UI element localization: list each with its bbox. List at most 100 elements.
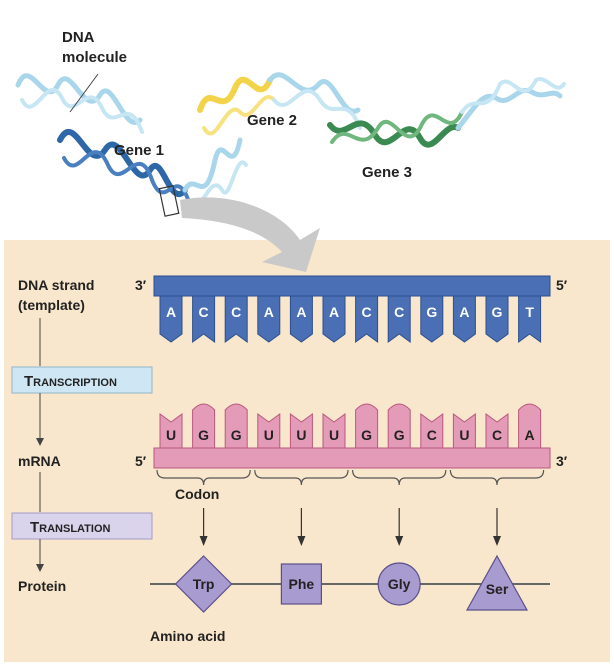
mrna-base-shape	[518, 403, 542, 449]
selected-region-box	[158, 185, 180, 217]
translation-label: TRANSLATION	[30, 519, 111, 536]
transcription-label-initial: T	[24, 373, 33, 390]
mrna-3prime-label: 3′	[556, 453, 568, 469]
dna-base-letter: A	[329, 304, 339, 320]
mrna-base-letter: U	[264, 427, 274, 443]
gene1-strand-b	[62, 150, 192, 207]
gene2-strand-a	[197, 76, 273, 113]
dna-base-letter: T	[525, 304, 534, 320]
dna-base-letter: C	[231, 304, 241, 320]
dna-template-backbone	[153, 275, 551, 297]
dna-strand-light-left	[15, 73, 143, 125]
dna-base: C	[355, 295, 379, 343]
transcription-label-rest: RANSCRIPTION	[33, 377, 117, 389]
mrna-base: A	[518, 403, 542, 449]
amino-acid-phe: Phe	[280, 563, 322, 605]
transcription-label: TRANSCRIPTION	[24, 373, 117, 390]
dna-base-shape	[355, 295, 379, 343]
mrna-base-letter: G	[394, 427, 405, 443]
mrna-base: G	[224, 403, 248, 449]
codon-brace	[156, 469, 251, 486]
dna-base: C	[387, 295, 411, 343]
dna-5prime-label: 5′	[556, 277, 568, 293]
mrna-base: G	[192, 403, 216, 449]
dna-base-letter: A	[459, 304, 469, 320]
amino-acids: Trp Phe Gly Ser	[174, 554, 529, 613]
protein-label: Protein	[18, 578, 66, 594]
dna-base: A	[322, 295, 346, 343]
gene1-strand-a	[57, 129, 188, 197]
mrna-base-letter: U	[166, 427, 176, 443]
dna-base-shape	[159, 295, 183, 343]
dna-base: G	[420, 295, 444, 343]
transcription-box	[11, 366, 153, 394]
dna-molecule-label-1: DNA	[62, 29, 95, 46]
codon-brace	[352, 469, 447, 486]
codon-braces	[156, 469, 545, 486]
dna-base-letter: G	[492, 304, 503, 320]
dna-base: T	[518, 295, 542, 343]
mrna-base-letter: G	[361, 427, 372, 443]
dna-base-shape	[518, 295, 542, 343]
dna-base: C	[224, 295, 248, 343]
mrna-base-letter: G	[198, 427, 209, 443]
amino-acid-name: Gly	[388, 576, 411, 592]
mrna-5prime-label: 5′	[135, 453, 147, 469]
codon-arrowhead	[297, 536, 306, 546]
dna-base-letter: C	[394, 304, 404, 320]
amino-acid-label: Amino acid	[150, 628, 225, 644]
dna-strand-label-2: (template)	[18, 297, 85, 313]
codon-arrowhead	[199, 536, 208, 546]
dna-base-shape	[452, 295, 476, 343]
dna-strand-label-1: DNA strand	[18, 277, 95, 293]
amino-acid-name: Phe	[289, 576, 315, 592]
mrna-base-shape	[387, 403, 411, 449]
amino-acid-name: Ser	[486, 581, 509, 597]
dna-base-shape	[485, 295, 509, 343]
translation-label-rest: RANSLATION	[39, 523, 110, 535]
dna-strand-light-tail	[455, 87, 563, 131]
mrna-base-shape	[224, 403, 248, 449]
amino-acid-gly: Gly	[377, 562, 421, 606]
dna-base-letter: A	[264, 304, 274, 320]
dna-base-letter: A	[296, 304, 306, 320]
dna-strand-light-mid	[182, 137, 243, 193]
dna-3prime-label: 3′	[135, 277, 147, 293]
translation-label-initial: T	[30, 519, 39, 536]
mrna-base-letter: A	[525, 427, 535, 443]
codon-label: Codon	[175, 486, 219, 502]
dna-base-shape	[257, 295, 281, 343]
gene3-strand-a	[327, 120, 461, 148]
dna-base-shape	[289, 295, 313, 343]
mrna-base-shape	[192, 403, 216, 449]
dna-base-shape	[387, 295, 411, 343]
mrna-base-letter: C	[427, 427, 437, 443]
dna-base-letter: C	[362, 304, 372, 320]
amino-acid-name: Trp	[193, 576, 215, 592]
dna-molecule	[15, 72, 566, 210]
dna-strand-light-left-2	[20, 87, 144, 134]
codon-arrowhead	[395, 536, 404, 546]
codon-brace	[449, 469, 545, 486]
dna-molecule-pointer	[69, 73, 99, 113]
translation-box	[11, 512, 153, 540]
mrna-backbone	[153, 447, 551, 469]
mrna-label: mRNA	[18, 453, 61, 469]
mrna-base-shape	[355, 403, 379, 449]
dna-base-letter: A	[166, 304, 176, 320]
dna-molecule-label-2: molecule	[62, 49, 127, 66]
mrna-base-letter: U	[459, 427, 469, 443]
amino-acid-shape	[377, 562, 421, 606]
dna-base: A	[159, 295, 183, 343]
dna-base: A	[452, 295, 476, 343]
gene3-label: Gene 3	[362, 164, 412, 181]
dna-base-shape	[224, 295, 248, 343]
gene1-label: Gene 1	[114, 142, 164, 159]
codon-arrows	[199, 508, 501, 546]
dna-base: G	[485, 295, 509, 343]
dna-base-shape	[420, 295, 444, 343]
amino-acid-trp: Trp	[174, 555, 233, 613]
dna-strand-light-right-2	[272, 89, 362, 130]
dna-base-shape	[322, 295, 346, 343]
